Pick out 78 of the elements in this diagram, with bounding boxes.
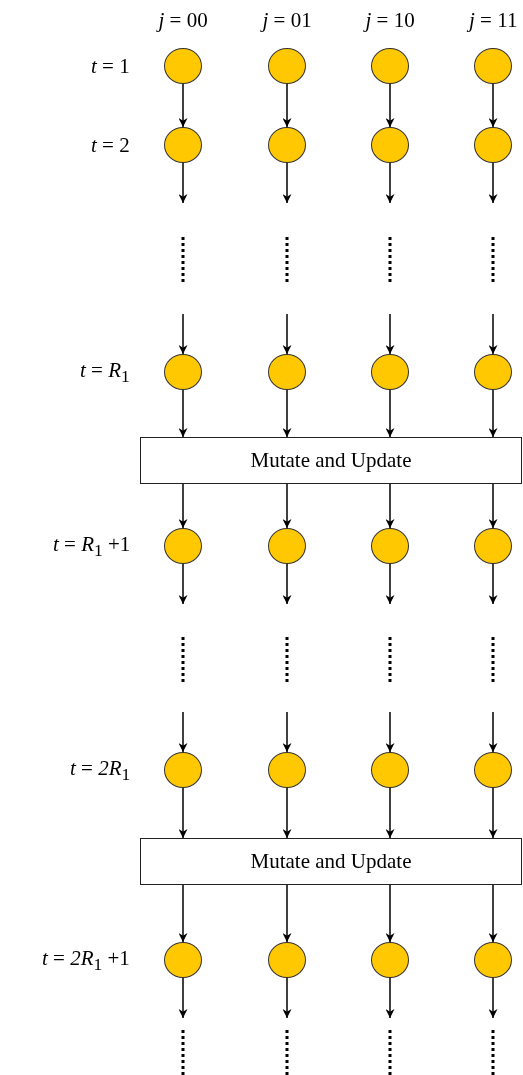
state-circle [474,752,512,788]
time-label: t = 2R$_{1}$ +1 [42,945,130,975]
arrow [178,787,188,839]
arrow [178,162,188,204]
process-box [140,838,522,885]
arrow [178,483,188,529]
arrow [385,389,395,438]
arrow [178,977,188,1019]
column-header: j = 11 [469,7,518,33]
arrow [385,977,395,1019]
process-label: Mutate and Update [250,849,412,874]
time-label: t = R$_{1}$ +1 [53,531,131,561]
arrow [282,884,292,943]
state-circle [164,752,202,788]
arrow [488,313,498,355]
arrow [385,563,395,605]
time-label: t = 1 [91,53,130,79]
state-circle [371,127,409,163]
state-circle [268,942,306,978]
arrow [178,83,188,128]
arrow [178,389,188,438]
arrow [282,389,292,438]
arrow [282,483,292,529]
column-header: j = 01 [262,7,312,33]
state-circle [164,528,202,564]
state-circle [474,127,512,163]
state-circle [474,48,512,84]
process-box [140,437,522,484]
state-circle [268,354,306,390]
state-circle [268,528,306,564]
state-circle [164,48,202,84]
process-label: Mutate and Update [250,448,412,473]
arrow [178,711,188,753]
arrow [488,389,498,438]
arrow [488,83,498,128]
state-circle [268,48,306,84]
state-circle [474,942,512,978]
arrow [385,711,395,753]
arrow [178,313,188,355]
state-circle [268,752,306,788]
arrow [282,977,292,1019]
state-circle [371,528,409,564]
arrow [488,563,498,605]
arrow [178,884,188,943]
arrow [385,162,395,204]
arrow [282,711,292,753]
arrow [385,313,395,355]
column-header: j = 10 [365,7,415,33]
arrow [282,162,292,204]
arrow [282,563,292,605]
time-label: t = 2 [91,132,130,158]
state-circle [474,354,512,390]
arrow [178,563,188,605]
arrow [488,162,498,204]
state-circle [371,354,409,390]
arrow [385,83,395,128]
state-circle [371,48,409,84]
time-label: t = 2R$_{1}$ [70,755,131,785]
arrow [385,483,395,529]
state-circle [474,528,512,564]
state-circle [371,942,409,978]
state-circle [371,752,409,788]
arrow [488,787,498,839]
arrow [385,884,395,943]
arrow [282,83,292,128]
arrow [282,787,292,839]
state-circle [164,354,202,390]
time-label: t = R$_{1}$ [80,357,130,387]
arrow [282,313,292,355]
column-header: j = 00 [158,7,208,33]
state-circle [268,127,306,163]
state-circle [164,942,202,978]
state-circle [164,127,202,163]
arrow [385,787,395,839]
arrow [488,977,498,1019]
arrow [488,711,498,753]
arrow [488,483,498,529]
arrow [488,884,498,943]
